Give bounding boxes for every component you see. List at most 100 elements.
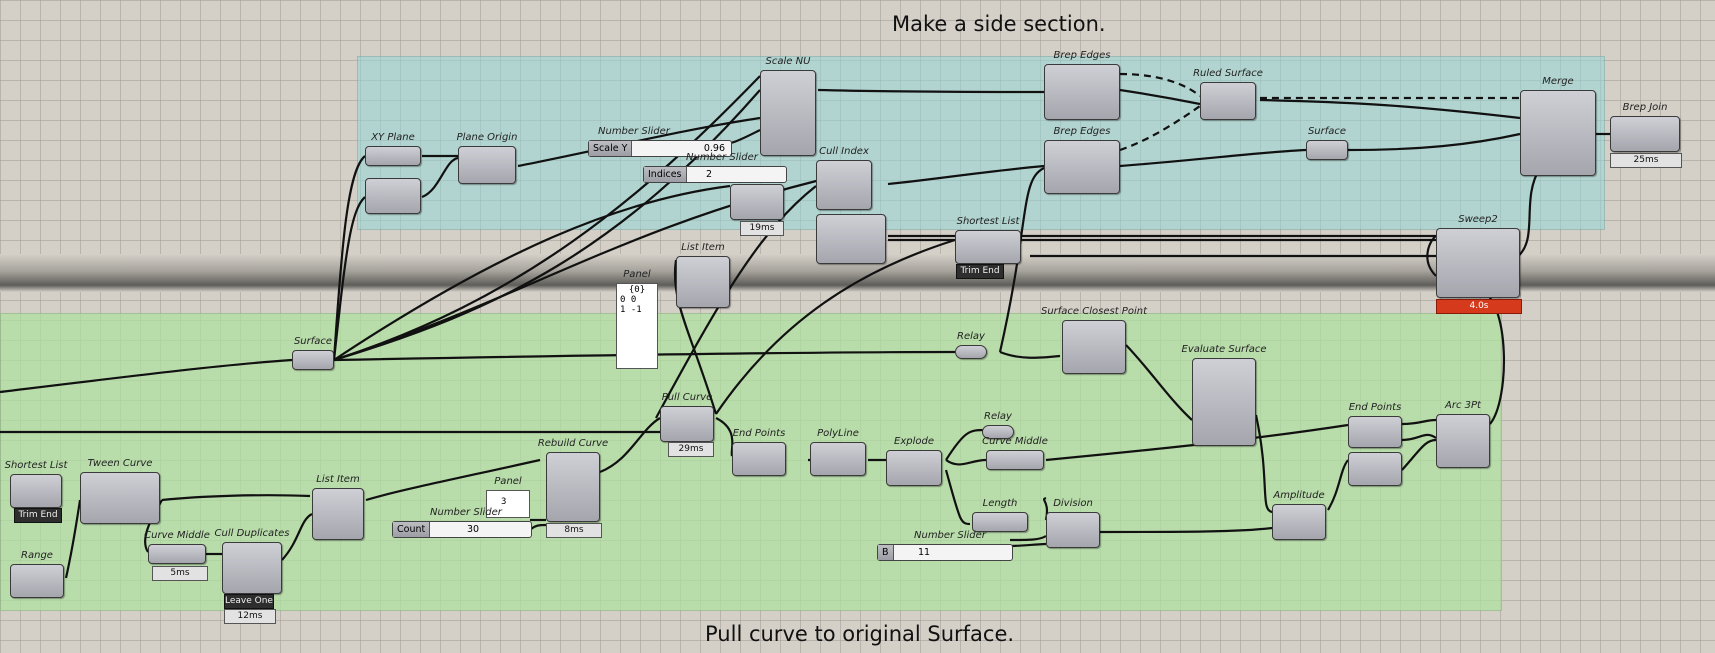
wire (1401, 418, 1437, 426)
component-tween-curve[interactable]: Tween Curve (80, 458, 160, 524)
component-shortest-list-bottom[interactable]: Shortest List (5, 460, 67, 508)
wire (365, 458, 541, 502)
slider-b-title: Number Slider (914, 530, 986, 541)
component-plane-origin[interactable]: Plane Origin (457, 132, 517, 184)
wire (281, 513, 313, 561)
wire (817, 88, 1045, 94)
component-xy-plane[interactable]: XY Plane (365, 132, 421, 166)
scribble-top: Make a side section. (892, 12, 1106, 36)
component-sort[interactable] (816, 214, 886, 264)
wire (1119, 148, 1307, 168)
component-relay-1[interactable]: Relay (955, 331, 987, 359)
wire (421, 156, 459, 199)
component-vector[interactable] (1348, 452, 1402, 486)
component-end-points-2[interactable]: End Points (1348, 402, 1402, 448)
wire (332, 196, 366, 361)
wire (1515, 167, 1541, 259)
component-merge[interactable]: Merge (1520, 76, 1596, 176)
scribble-bottom: Pull curve to original Surface. (705, 622, 1015, 646)
slider-b[interactable]: B 11 (877, 544, 1013, 561)
component-evaluate-surface[interactable]: Evaluate Surface (1182, 344, 1266, 446)
component-ruled-surface[interactable]: Ruled Surface (1193, 68, 1263, 120)
rebuild-time: 8ms (546, 523, 602, 538)
component-cull-pattern[interactable] (730, 184, 784, 220)
component-curve-middle-2[interactable]: Curve Middle (982, 436, 1048, 470)
component-pull-curve[interactable]: Pull Curve (660, 392, 714, 442)
wire (715, 417, 734, 457)
brep-join-time: 25ms (1610, 153, 1682, 168)
wire-dashed (1119, 105, 1201, 152)
wire (1259, 98, 1521, 120)
wire (887, 164, 1045, 186)
wire (332, 155, 366, 361)
wire (1426, 235, 1437, 277)
wire (998, 167, 1045, 353)
sweep2-time: 4.0s (1436, 299, 1522, 314)
component-division[interactable]: Division (1046, 498, 1100, 548)
wire (944, 469, 971, 526)
wire (529, 523, 547, 531)
component-brep-join[interactable]: Brep Join (1610, 102, 1680, 152)
component-panel-bottom[interactable]: Panel 3 (486, 476, 530, 518)
wire (0, 358, 293, 394)
wire (1254, 414, 1273, 514)
wire (64, 499, 82, 579)
component-list-item-bottom[interactable]: List Item (312, 474, 364, 540)
wire (1401, 433, 1437, 442)
component-range[interactable]: Range (10, 550, 64, 598)
component-surface-left[interactable]: Surface (292, 336, 334, 370)
wire (999, 350, 1061, 359)
wire (1347, 132, 1521, 152)
shortest-top-mode: Trim End (956, 264, 1004, 279)
wire (333, 350, 956, 362)
component-area[interactable] (365, 178, 421, 214)
wire (1009, 542, 1047, 548)
slider-indices[interactable]: Indices 2 (643, 166, 787, 183)
component-surface-closest-point[interactable]: Surface Closest Point (1041, 306, 1147, 374)
slider-scale-y-title: Number Slider (598, 126, 670, 137)
component-end-points-1[interactable]: End Points (732, 428, 786, 476)
pull-time: 29ms (668, 442, 714, 457)
wire (945, 458, 987, 466)
wire-dashed (1119, 72, 1201, 97)
component-cull-duplicates[interactable]: Cull Duplicates (215, 528, 289, 594)
wire (1009, 535, 1047, 542)
wire (1099, 526, 1273, 534)
wire (673, 259, 718, 415)
wire (715, 238, 956, 415)
component-polyline[interactable]: PolyLine (810, 428, 866, 476)
component-list-item-top[interactable]: List Item (676, 242, 730, 308)
wire (1125, 344, 1193, 421)
slider-count-title: Number Slider (430, 507, 502, 518)
component-arc-3pt[interactable]: Arc 3Pt (1436, 400, 1490, 468)
component-relay-2[interactable]: Relay (982, 411, 1014, 439)
slider-scale-y[interactable]: Scale Y 0.96 (588, 140, 732, 157)
component-cull-index[interactable]: Cull Index (816, 146, 872, 210)
panel-top-content: {0} 0 0 1 -1 (616, 283, 658, 369)
slider-indices-title: Number Slider (686, 152, 758, 163)
wire (1327, 459, 1349, 511)
component-rebuild-curve[interactable]: Rebuild Curve (538, 438, 608, 522)
component-amplitude[interactable]: Amplitude (1272, 490, 1326, 540)
wire (599, 417, 661, 474)
wire (655, 185, 817, 419)
component-sweep2[interactable]: Sweep2 (1436, 214, 1520, 298)
slider-count[interactable]: Count 30 (392, 521, 532, 538)
wire (333, 184, 731, 361)
wire (161, 494, 311, 502)
cull-dup-time: 12ms (224, 609, 276, 624)
component-length[interactable]: Length (972, 498, 1028, 532)
component-panel-top[interactable]: Panel {0} 0 0 1 -1 (616, 269, 658, 369)
wire (1119, 88, 1201, 106)
component-scale-nu[interactable]: Scale NU (760, 56, 816, 156)
component-brep-edges-2[interactable]: Brep Edges (1044, 126, 1120, 194)
component-surface-top[interactable]: Surface (1306, 126, 1348, 160)
group-side-section[interactable] (357, 56, 1605, 230)
component-shortest-list-top[interactable]: Shortest List (955, 216, 1021, 264)
wire (1401, 438, 1437, 471)
component-curve-middle-1[interactable]: Curve Middle (144, 530, 210, 564)
component-brep-edges-1[interactable]: Brep Edges (1044, 50, 1120, 120)
component-explode[interactable]: Explode (886, 436, 942, 486)
cull-time: 19ms (740, 221, 784, 236)
